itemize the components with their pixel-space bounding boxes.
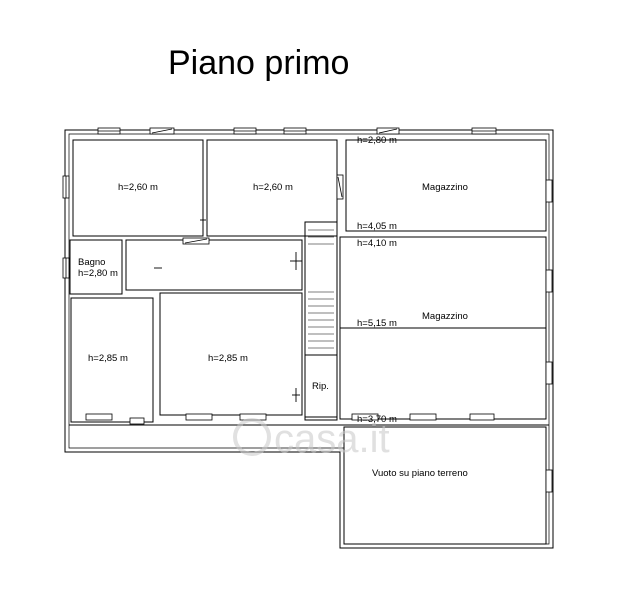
magazzino-1-name: Magazzino xyxy=(422,182,468,193)
room-3-height: h=2,85 m xyxy=(88,353,128,364)
door-marks xyxy=(121,214,302,402)
watermark: casa.it xyxy=(233,417,390,461)
magazzino-2-name: Magazzino xyxy=(422,311,468,322)
bagno-name: Bagno xyxy=(78,257,105,268)
room-1-height: h=2,60 m xyxy=(118,182,158,193)
walls xyxy=(64,129,554,549)
ripostiglio-name: Rip. xyxy=(312,381,329,392)
plan-title: Piano primo xyxy=(168,44,349,82)
room-4-height: h=2,85 m xyxy=(208,353,248,364)
stairs xyxy=(308,229,334,349)
windows xyxy=(62,127,553,493)
magazzino-2-height-top: h=4,10 m xyxy=(357,238,397,249)
magazzino-1-height-top: h=2,80 m xyxy=(357,135,397,146)
watermark-text: casa.it xyxy=(274,417,390,461)
room-2-height: h=2,60 m xyxy=(253,182,293,193)
magazzino-2-height-mid: h=5,15 m xyxy=(357,318,397,329)
bagno-height: h=2,80 m xyxy=(78,268,118,279)
vuoto-label: Vuoto su piano terreno xyxy=(372,468,468,479)
magazzino-1-height-bottom: h=4,05 m xyxy=(357,221,397,232)
magazzino-2-height-bottom: h=3,70 m xyxy=(357,414,397,425)
